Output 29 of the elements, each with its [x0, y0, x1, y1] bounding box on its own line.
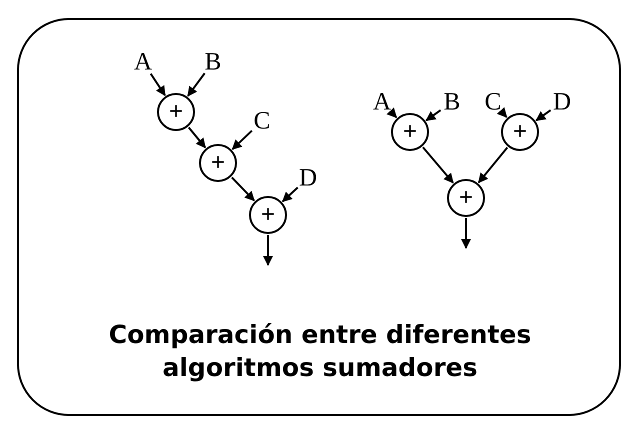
input-label: D — [298, 166, 318, 190]
arrow — [425, 109, 442, 122]
input-label: A — [134, 50, 152, 74]
arrow — [422, 146, 454, 184]
adder-circle: + — [391, 113, 429, 151]
adder-circle: + — [199, 144, 237, 182]
arrow — [282, 186, 298, 202]
arrow — [231, 176, 255, 202]
arrow — [386, 107, 398, 118]
input-label: C — [254, 108, 270, 134]
input-label: D — [552, 90, 572, 114]
adder-circle: + — [157, 93, 195, 131]
arrow — [461, 218, 471, 249]
input-label: B — [444, 90, 460, 114]
arrow — [263, 235, 273, 266]
arrow — [232, 130, 253, 150]
input-label: C — [484, 90, 502, 114]
adder-circle: + — [249, 196, 287, 234]
input-label: B — [204, 50, 222, 74]
arrow — [478, 146, 508, 184]
adder-circle: + — [501, 113, 539, 151]
arrow — [187, 72, 206, 97]
arrow — [496, 107, 508, 118]
input-label: A — [372, 90, 392, 114]
arrow — [188, 126, 206, 148]
adder-circle: + — [447, 179, 485, 217]
caption: Comparación entre diferentes algoritmos sumadores — [108, 319, 532, 384]
arrow — [150, 73, 166, 96]
arrow — [535, 109, 552, 122]
